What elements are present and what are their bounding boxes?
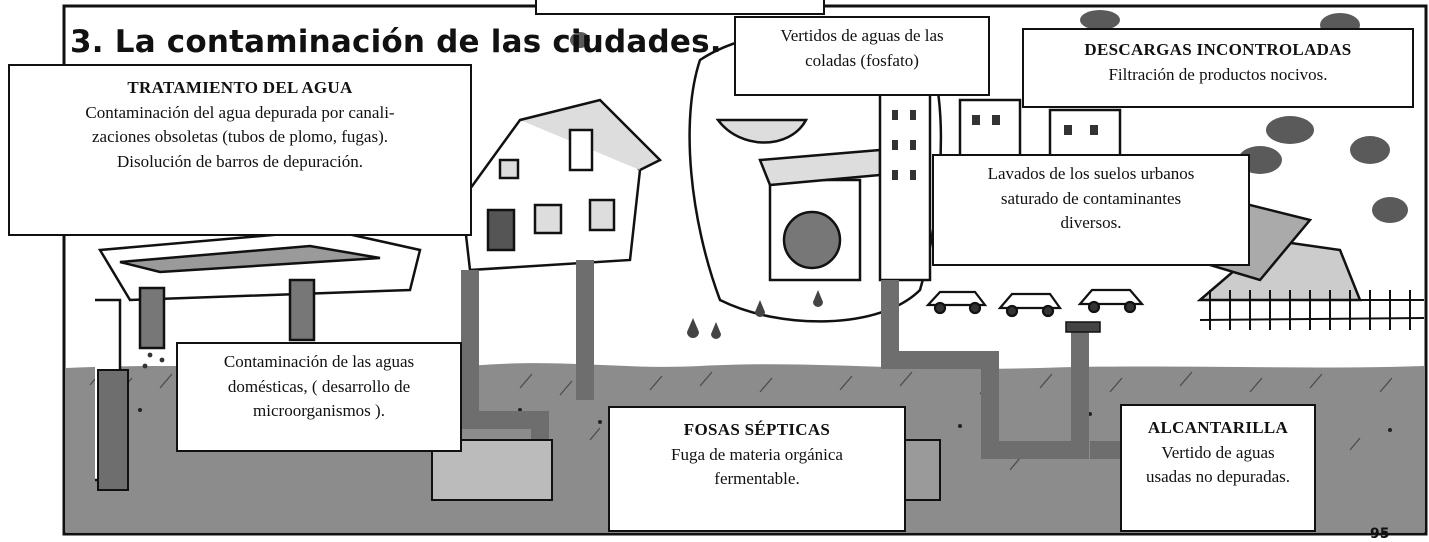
domestic-water-line-2: domésticas, ( desarrollo de <box>227 376 411 396</box>
sewer-line-2: usadas no depuradas. <box>1146 467 1290 487</box>
urban-runoff-box: Lavados de los suelos urbanos saturado d… <box>932 154 1250 266</box>
domestic-water-line-3: microorganismos ). <box>253 401 385 421</box>
sewer-line-1: Vertido de aguas <box>1161 442 1275 462</box>
top-partial-box <box>535 0 825 15</box>
water-treatment-line-2: zaciones obsoletas (tubos de plomo, fuga… <box>91 127 388 147</box>
sewer-heading: ALCANTARILLA <box>1147 418 1289 437</box>
water-treatment-box: TRATAMIENTO DEL AGUA Contaminación del a… <box>8 64 472 236</box>
septic-tanks-heading: FOSAS SÉPTICAS <box>683 420 831 439</box>
urban-runoff-line-2: saturado de contaminantes <box>1000 188 1182 208</box>
uncontrolled-discharge-line-1: Filtración de productos nocivos. <box>1108 64 1328 84</box>
left-underground-pipe <box>97 369 129 491</box>
water-treatment-line-1: Contaminación del agua depurada por cana… <box>85 102 395 122</box>
street-drain-pipe <box>881 280 1089 459</box>
uncontrolled-discharge-box: DESCARGAS INCONTROLADAS Filtración de pr… <box>1022 28 1414 108</box>
laundry-discharge-line-2: coladas (fosfato) <box>805 50 919 70</box>
cars <box>925 288 1145 318</box>
domestic-water-line-1: Contaminación de las aguas <box>223 352 415 371</box>
septic-tanks-line-2: fermentable. <box>714 469 800 489</box>
urban-runoff-line-1: Lavados de los suelos urbanos <box>987 164 1195 183</box>
septic-tanks-box: FOSAS SÉPTICAS Fuga de materia orgánica … <box>608 406 906 532</box>
uncontrolled-discharge-heading: DESCARGAS INCONTROLADAS <box>1084 40 1352 59</box>
drops <box>687 290 823 339</box>
sewer-grate <box>1065 321 1101 333</box>
page-title: 3. La contaminación de las ciudades. <box>70 24 722 60</box>
laundry-discharge-line-1: Vertidos de aguas de las <box>780 26 944 45</box>
water-treatment-heading: TRATAMIENTO DEL AGUA <box>127 78 353 97</box>
appliance-bubble <box>688 28 943 323</box>
domestic-water-box: Contaminación de las aguas domésticas, (… <box>176 342 462 452</box>
house-drawing <box>460 98 663 272</box>
septic-tanks-line-1: Fuga de materia orgánica <box>671 444 843 464</box>
water-treatment-line-3: Disolución de barros de depuración. <box>117 151 363 171</box>
urban-runoff-line-3: diversos. <box>1060 213 1122 233</box>
page-number: 95 <box>1370 526 1390 542</box>
fence <box>1199 290 1425 330</box>
laundry-discharge-box: Vertidos de aguas de las coladas (fosfat… <box>734 16 990 96</box>
sewer-box: ALCANTARILLA Vertido de aguas usadas no … <box>1120 404 1316 532</box>
city-buildings <box>878 58 1362 302</box>
